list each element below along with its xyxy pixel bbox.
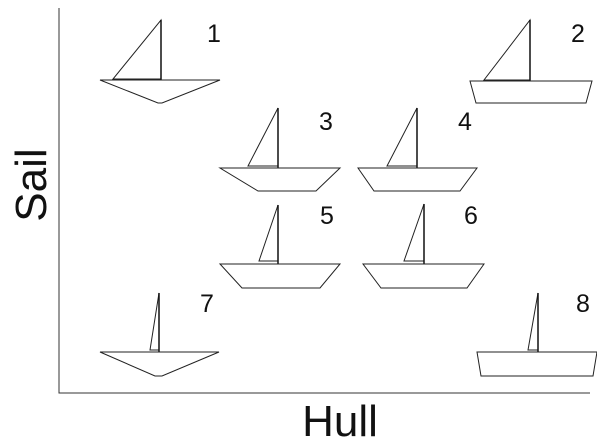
boat-5-sail — [259, 205, 278, 261]
boat-6-label: 6 — [464, 202, 478, 230]
boat-8-label: 8 — [576, 290, 590, 318]
boat-8-hull — [477, 352, 597, 376]
boat-1: 1 — [100, 20, 221, 103]
boat-5: 5 — [220, 202, 340, 288]
boat-8: 8 — [477, 290, 597, 376]
boat-5-hull — [220, 264, 340, 288]
y-axis-label: Sail — [7, 148, 56, 221]
boat-7-label: 7 — [200, 290, 214, 318]
boat-3-sail — [248, 108, 278, 166]
boat-2: 2 — [470, 20, 592, 103]
boat-7: 7 — [100, 290, 219, 376]
boat-2-sail — [484, 20, 530, 80]
boat-7-hull — [100, 352, 219, 376]
boat-1-sail — [113, 20, 161, 79]
boat-7-sail — [150, 293, 159, 350]
boat-6: 6 — [363, 202, 484, 288]
x-axis-label: Hull — [302, 397, 378, 442]
boat-6-hull — [363, 264, 484, 288]
boat-8-sail — [528, 293, 538, 350]
boat-5-label: 5 — [320, 202, 334, 230]
boat-1-label: 1 — [207, 20, 221, 48]
boat-4-sail — [387, 108, 417, 166]
boat-4-label: 4 — [458, 108, 472, 136]
boat-3: 3 — [220, 108, 340, 191]
boat-4: 4 — [358, 108, 477, 191]
boat-3-label: 3 — [319, 108, 333, 136]
boat-2-label: 2 — [571, 20, 585, 48]
boat-6-sail — [404, 204, 424, 261]
boat-1-hull — [100, 80, 220, 103]
boat-4-hull — [358, 168, 477, 191]
boat-2-hull — [470, 81, 592, 103]
boat-3-hull — [220, 168, 340, 191]
